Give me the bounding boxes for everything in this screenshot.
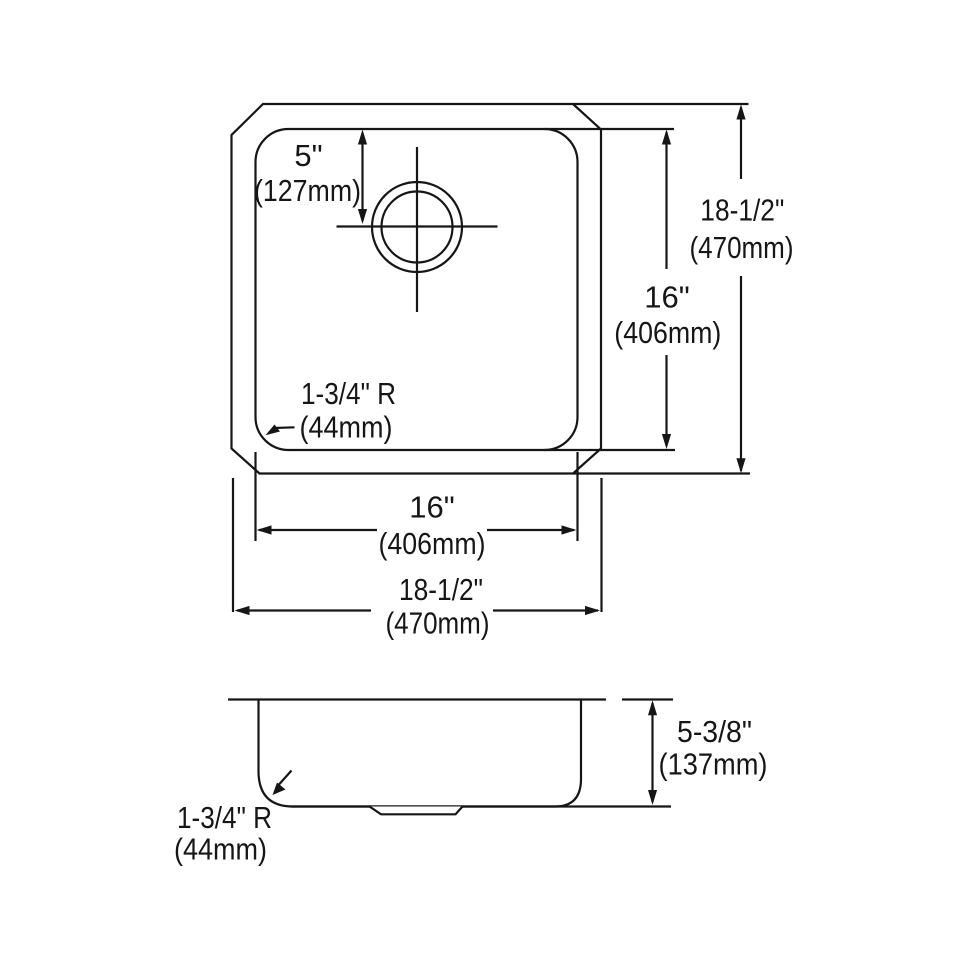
svg-text:(470mm): (470mm) — [690, 230, 794, 265]
svg-text:(406mm): (406mm) — [379, 526, 486, 561]
svg-text:(44mm): (44mm) — [300, 410, 393, 445]
svg-text:1-3/4" R: 1-3/4" R — [177, 800, 272, 835]
svg-text:(127mm): (127mm) — [254, 173, 361, 208]
svg-text:16": 16" — [409, 490, 455, 525]
svg-text:18-1/2": 18-1/2" — [399, 572, 483, 607]
svg-text:(137mm): (137mm) — [659, 747, 768, 782]
svg-text:(406mm): (406mm) — [614, 315, 721, 350]
svg-text:(44mm): (44mm) — [174, 832, 267, 867]
svg-text:18-1/2": 18-1/2" — [700, 193, 784, 228]
svg-text:(470mm): (470mm) — [386, 606, 490, 641]
svg-text:5": 5" — [294, 138, 322, 173]
svg-text:5-3/8": 5-3/8" — [677, 714, 752, 749]
svg-text:16": 16" — [644, 280, 690, 315]
svg-text:1-3/4" R: 1-3/4" R — [301, 376, 396, 411]
